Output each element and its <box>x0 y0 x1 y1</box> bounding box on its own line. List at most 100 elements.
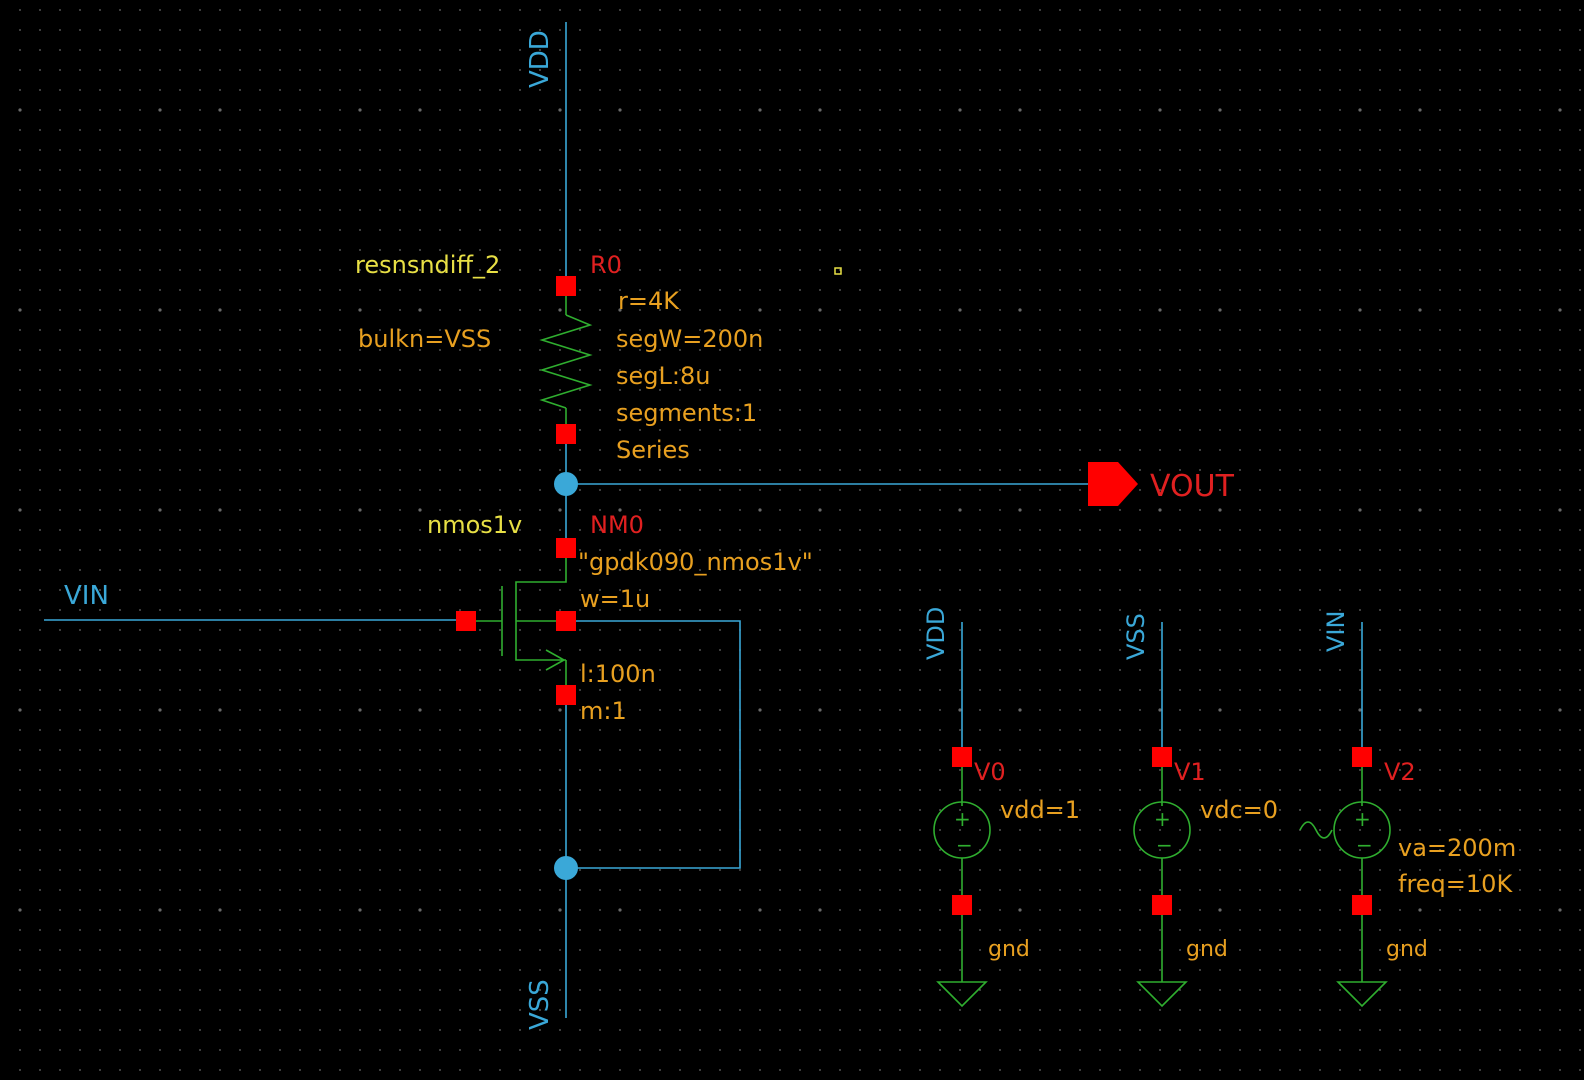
vout-pin-icon[interactable] <box>1088 462 1138 506</box>
grid-dot <box>79 769 81 771</box>
grid-dot <box>399 49 401 51</box>
grid-dot <box>339 829 341 831</box>
grid-dot <box>59 269 61 271</box>
grid-dot <box>1459 249 1461 251</box>
source-v1[interactable]: + − <box>1133 622 1191 1008</box>
grid-dot <box>1299 609 1301 611</box>
grid-dot <box>1439 829 1441 831</box>
grid-dot <box>419 609 421 611</box>
grid-dot <box>1139 409 1141 411</box>
grid-dot <box>1459 489 1461 491</box>
grid-dot <box>19 269 21 271</box>
grid-dot <box>379 269 381 271</box>
grid-dot <box>1359 389 1361 391</box>
grid-dot <box>959 769 961 771</box>
grid-dot <box>1059 669 1061 671</box>
grid-dot <box>439 509 441 511</box>
grid-dot <box>1139 509 1141 511</box>
grid-dot <box>239 229 241 231</box>
grid-dot <box>1339 549 1341 551</box>
grid-dot <box>1519 749 1521 751</box>
grid-dot <box>1579 949 1581 951</box>
grid-dot <box>919 1009 921 1011</box>
grid-dot <box>319 209 321 211</box>
grid-dot <box>339 9 341 11</box>
grid-dot <box>559 829 561 831</box>
grid-dot <box>1439 1009 1441 1011</box>
grid-dot <box>239 29 241 31</box>
grid-dot <box>1499 169 1501 171</box>
grid-dot <box>219 649 221 651</box>
vout-junction[interactable] <box>554 472 578 496</box>
grid-dot <box>519 489 521 491</box>
grid-dot <box>599 269 601 271</box>
grid-dot <box>199 349 201 351</box>
nm0-source-pin[interactable] <box>556 685 576 705</box>
grid-dot <box>1279 909 1281 911</box>
grid-dot <box>459 949 461 951</box>
grid-dot <box>199 469 201 471</box>
grid-dot <box>679 69 681 71</box>
grid-dot <box>1319 1049 1321 1051</box>
grid-dot <box>1039 289 1041 291</box>
grid-dot <box>1219 889 1221 891</box>
grid-dot <box>79 109 81 111</box>
grid-dot <box>119 729 121 731</box>
grid-dot <box>939 769 941 771</box>
nm0-bulk-pin[interactable] <box>556 611 576 631</box>
grid-dot <box>1439 349 1441 351</box>
grid-dot <box>219 1069 221 1071</box>
grid-dot <box>959 329 961 331</box>
resistor-r0-symbol[interactable] <box>539 276 593 444</box>
grid-dot <box>1519 669 1521 671</box>
grid-dot <box>399 549 401 551</box>
r0-prop: r=4K <box>618 287 680 315</box>
nm0-gate-pin[interactable] <box>456 611 476 631</box>
grid-dot <box>979 929 981 931</box>
grid-dot <box>1019 549 1021 551</box>
grid-dot <box>1279 509 1281 511</box>
grid-dot <box>859 1009 861 1011</box>
grid-dot <box>1299 109 1301 111</box>
grid-dot <box>459 29 461 31</box>
r0-pin-bottom[interactable] <box>556 424 576 444</box>
grid-dot <box>299 669 301 671</box>
grid-dot <box>439 849 441 851</box>
grid-dot <box>659 1069 661 1071</box>
grid-dot <box>1279 689 1281 691</box>
nm0-drain-pin[interactable] <box>556 538 576 558</box>
grid-dot <box>1039 169 1041 171</box>
grid-dot <box>539 29 541 31</box>
source-v0[interactable]: + − <box>933 622 991 1008</box>
grid-dot <box>1319 149 1321 151</box>
grid-dot <box>799 9 801 11</box>
grid-dot <box>259 929 261 931</box>
source-v2[interactable]: + − <box>1299 622 1391 1008</box>
grid-dot <box>159 249 161 251</box>
grid-dot <box>319 869 321 871</box>
grid-dot <box>779 309 781 311</box>
grid-dot <box>1299 289 1301 291</box>
vss-junction[interactable] <box>554 856 578 880</box>
grid-dot <box>659 29 661 31</box>
r0-pin-top[interactable] <box>556 276 576 296</box>
grid-dot <box>879 749 881 751</box>
grid-dot <box>639 929 641 931</box>
grid-dot <box>1259 1069 1261 1071</box>
grid-dot <box>1079 669 1081 671</box>
nmos-nm0-symbol[interactable] <box>456 538 576 705</box>
grid-dot <box>699 189 701 191</box>
grid-dot <box>599 89 601 91</box>
grid-dot <box>479 629 481 631</box>
grid-dot <box>759 609 761 611</box>
grid-dot <box>99 609 101 611</box>
grid-dot <box>139 849 141 851</box>
grid-dot <box>899 129 901 131</box>
grid-dot <box>919 149 921 151</box>
grid-dot <box>1158 508 1162 512</box>
grid-dot <box>79 269 81 271</box>
grid-dot <box>1259 449 1261 451</box>
grid-dot <box>739 269 741 271</box>
grid-dot <box>59 909 61 911</box>
